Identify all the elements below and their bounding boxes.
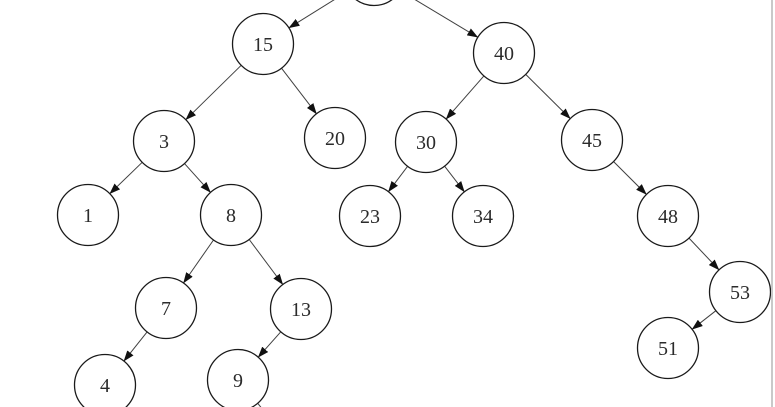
node-4: 4 [73,353,137,407]
node-circle [132,109,196,173]
node-value: 48 [658,206,678,228]
edge-root-40 [414,0,479,38]
node-circle [56,183,120,247]
node-20: 20 [303,106,367,170]
edge-13-9 [257,331,282,358]
edge-15-20 [281,67,317,115]
node-circle [394,110,458,174]
node-circle [708,260,772,324]
node-value: 40 [494,43,514,65]
edge-40-45 [525,74,571,119]
node-circle [451,184,515,248]
node-value: 34 [473,206,493,228]
node-circle [206,348,270,407]
node-value: 7 [161,298,171,320]
node-root [355,0,393,7]
node-circle [636,316,700,380]
node-circle [134,276,198,340]
node-value: 8 [226,205,236,227]
node-value: 1 [83,205,93,227]
right-border-line [771,0,773,407]
node-circle [231,12,295,76]
node-30: 30 [394,110,458,174]
node-value: 4 [100,375,110,397]
node-value: 30 [416,132,436,154]
edge-15-3 [185,64,242,121]
node-value: 51 [658,338,678,360]
edge-8-13 [248,239,284,285]
node-34: 34 [451,184,515,248]
node-circle [560,108,624,172]
node-value: 53 [730,282,750,304]
node-48: 48 [636,184,700,248]
node-15: 15 [231,12,295,76]
node-45: 45 [560,108,624,172]
node-value: 23 [360,206,380,228]
edge-48-53 [688,237,720,271]
node-value: 13 [291,299,311,321]
node-8: 8 [199,183,263,247]
tree-edges [109,0,720,407]
edge-45-48 [613,161,647,195]
node-value: 9 [233,370,243,392]
edge-root-15 [288,0,335,29]
node-9: 9 [206,348,270,407]
node-value: 3 [159,131,169,153]
edge-3-1 [109,161,143,195]
node-23: 23 [338,184,402,248]
node-51: 51 [636,316,700,380]
node-13: 13 [269,277,333,341]
node-1: 1 [56,183,120,247]
edge-30-23 [388,165,408,193]
node-circle [355,0,393,7]
node-circle [472,21,536,85]
node-circle [73,353,137,407]
node-53: 53 [708,260,772,324]
node-7: 7 [134,276,198,340]
node-value: 20 [325,128,345,150]
edge-8-7 [183,239,214,284]
node-value: 45 [582,130,602,152]
edge-3-8 [184,163,211,193]
node-circle [199,183,263,247]
node-3: 3 [132,109,196,173]
edge-40-30 [445,75,485,120]
node-40: 40 [472,21,536,85]
node-value: 15 [253,34,273,56]
node-circle [303,106,367,170]
edge-53-51 [691,310,717,330]
node-circle [636,184,700,248]
tree-nodes: 15 40 3 20 30 45 1 8 [56,0,772,407]
node-circle [269,277,333,341]
node-circle [338,184,402,248]
edge-30-34 [444,165,465,193]
edge-7-4 [123,331,148,362]
